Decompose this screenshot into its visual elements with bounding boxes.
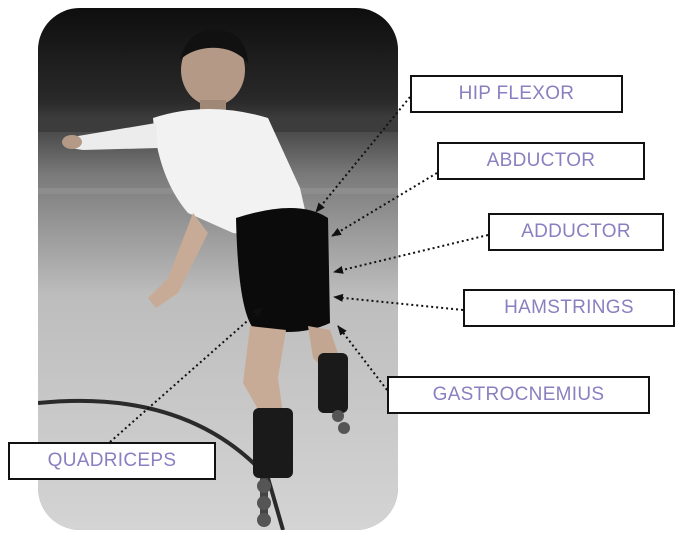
adductor-leader [334,235,488,272]
hip-flexor-leader [316,97,410,212]
gastrocnemius-leader [338,326,387,390]
label-hamstrings: HAMSTRINGS [463,289,675,327]
label-abductor: ABDUCTOR [437,142,645,180]
label-hip-flexor: HIP FLEXOR [410,75,623,113]
label-adductor: ADDUCTOR [488,213,664,251]
label-gastrocnemius: GASTROCNEMIUS [387,376,650,414]
label-quadriceps: QUADRICEPS [8,442,216,480]
hamstrings-leader [334,297,463,310]
quadriceps-leader [110,308,262,442]
abductor-leader [332,173,437,236]
